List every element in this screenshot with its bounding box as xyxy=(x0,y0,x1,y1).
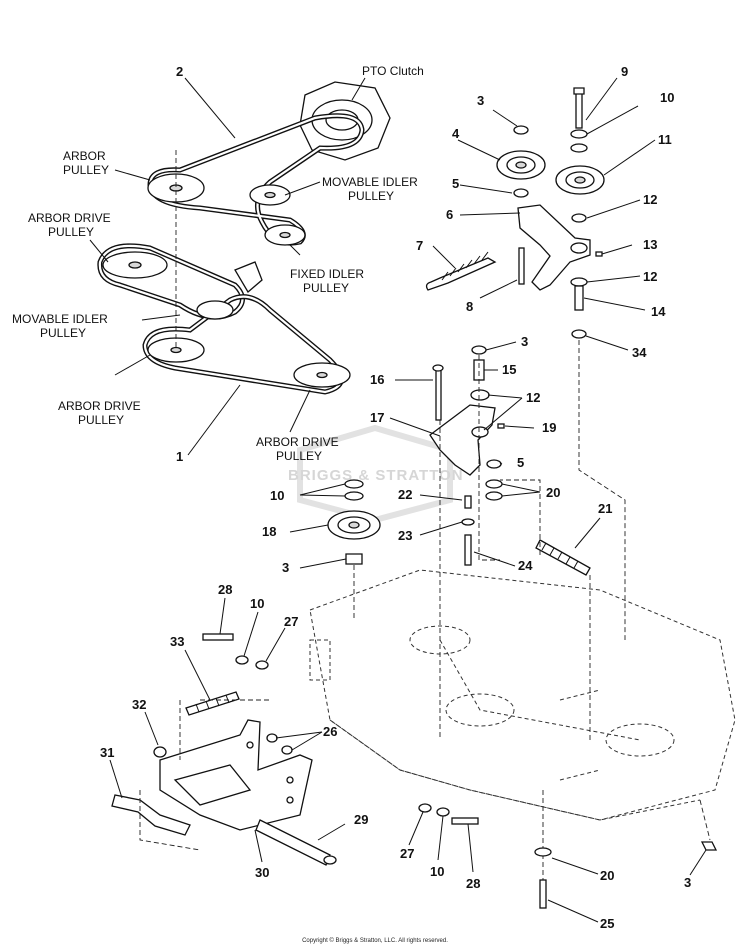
callout-22: 22 xyxy=(398,487,412,502)
callout-2: 2 xyxy=(176,64,183,79)
middle-idler-arm-assembly xyxy=(327,345,591,576)
callout-13: 13 xyxy=(643,237,657,252)
upper-idler-arm-assembly xyxy=(425,87,605,339)
callout-1: 1 xyxy=(176,449,183,464)
label-arbor-drive-top-2: PULLEY xyxy=(48,225,94,239)
callout-12: 12 xyxy=(643,192,657,207)
label-pto-clutch: PTO Clutch xyxy=(362,64,424,78)
callout-7: 7 xyxy=(416,238,423,253)
callout-10-fourth: 10 xyxy=(430,864,444,879)
label-movable-idler-lower-2: PULLEY xyxy=(40,326,86,340)
callout-3-third: 3 xyxy=(282,560,289,575)
callout-14: 14 xyxy=(651,304,666,319)
copyright-notice: Copyright © Briggs & Stratton, LLC. All … xyxy=(302,938,448,944)
callout-28: 28 xyxy=(218,582,232,597)
callout-3-second: 3 xyxy=(521,334,528,349)
callout-12-third: 12 xyxy=(526,390,540,405)
upper-belt-assembly xyxy=(147,81,391,246)
name-labels: PTO Clutch ARBOR PULLEY MOVABLE IDLER PU… xyxy=(12,64,424,463)
callout-29: 29 xyxy=(354,812,368,827)
callout-28-second: 28 xyxy=(466,876,480,891)
leader-lines xyxy=(89,77,707,923)
callout-numbers: 2 9 3 10 4 11 5 12 6 13 7 12 8 14 34 3 1… xyxy=(100,64,691,931)
label-movable-idler-upper-2: PULLEY xyxy=(348,189,394,203)
label-arbor-drive-left-1: ARBOR DRIVE xyxy=(58,399,141,413)
lower-belt-assembly xyxy=(97,150,351,395)
callout-16: 16 xyxy=(370,372,384,387)
callout-19: 19 xyxy=(542,420,556,435)
callout-20-second: 20 xyxy=(600,868,614,883)
callout-27-second: 27 xyxy=(400,846,414,861)
callout-34: 34 xyxy=(632,345,647,360)
callout-33: 33 xyxy=(170,634,184,649)
callout-3: 3 xyxy=(477,93,484,108)
callout-10-third: 10 xyxy=(250,596,264,611)
callout-17: 17 xyxy=(370,410,384,425)
label-movable-idler-upper-1: MOVABLE IDLER xyxy=(322,175,418,189)
callout-10: 10 xyxy=(660,90,674,105)
deck-hanger-assembly xyxy=(111,633,718,909)
callout-5-second: 5 xyxy=(517,455,524,470)
label-fixed-idler-1: FIXED IDLER xyxy=(290,267,364,281)
label-arbor-drive-top-1: ARBOR DRIVE xyxy=(28,211,111,225)
label-movable-idler-lower-1: MOVABLE IDLER xyxy=(12,312,108,326)
callout-15: 15 xyxy=(502,362,516,377)
callout-21: 21 xyxy=(598,501,612,516)
callout-11: 11 xyxy=(658,132,672,147)
callout-4: 4 xyxy=(452,126,460,141)
callout-32: 32 xyxy=(132,697,146,712)
callout-3-fourth: 3 xyxy=(684,875,691,890)
callout-31: 31 xyxy=(100,745,114,760)
callout-5: 5 xyxy=(452,176,459,191)
callout-18: 18 xyxy=(262,524,276,539)
label-arbor-pulley-1: ARBOR xyxy=(63,149,106,163)
label-arbor-drive-right-2: PULLEY xyxy=(276,449,322,463)
callout-26: 26 xyxy=(323,724,337,739)
label-fixed-idler-2: PULLEY xyxy=(303,281,349,295)
callout-27: 27 xyxy=(284,614,298,629)
callout-30: 30 xyxy=(255,865,269,880)
callout-9: 9 xyxy=(621,64,628,79)
label-arbor-drive-left-2: PULLEY xyxy=(78,413,124,427)
callout-20: 20 xyxy=(546,485,560,500)
callout-10-second: 10 xyxy=(270,488,284,503)
callout-12-second: 12 xyxy=(643,269,657,284)
label-arbor-drive-right-1: ARBOR DRIVE xyxy=(256,435,339,449)
callout-6: 6 xyxy=(446,207,453,222)
mower-deck xyxy=(309,340,736,880)
callout-25: 25 xyxy=(600,916,614,931)
callout-8: 8 xyxy=(466,299,473,314)
callout-24: 24 xyxy=(518,558,533,573)
callout-23: 23 xyxy=(398,528,412,543)
label-arbor-pulley-2: PULLEY xyxy=(63,163,109,177)
watermark-text: BRIGGS & STRATTON xyxy=(288,467,464,484)
watermark: BRIGGS & STRATTON xyxy=(288,424,464,524)
